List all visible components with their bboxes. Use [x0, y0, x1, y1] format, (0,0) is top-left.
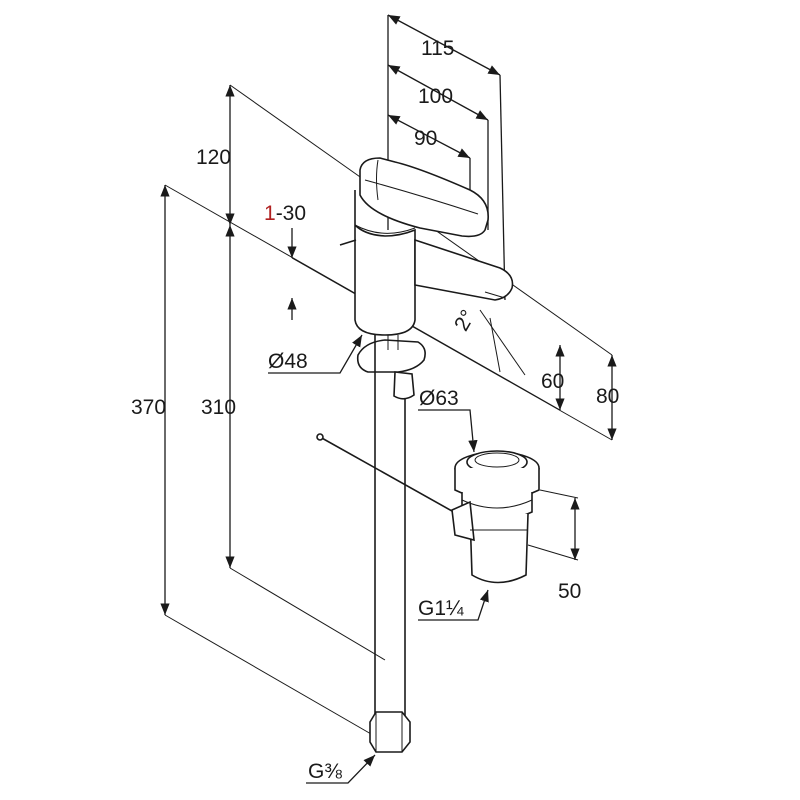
- dimension-50: [527, 489, 580, 561]
- dimension-1-30: 1-30: [264, 203, 306, 224]
- thread-drain-label: G1¼: [418, 597, 464, 620]
- dimension-115: 115: [421, 37, 455, 60]
- right-dimension-lines: [479, 309, 617, 440]
- dimension-310: 310: [201, 396, 237, 419]
- diameter-48: Ø48: [268, 350, 308, 373]
- dimension-1-30-range: -30: [275, 202, 307, 225]
- drain-valve: [451, 450, 540, 584]
- waste-rod: [316, 433, 469, 521]
- faucet-body: [339, 157, 514, 753]
- dimension-100: 100: [418, 85, 454, 108]
- dimension-120: 120: [196, 146, 232, 169]
- leader-lines: [268, 334, 489, 784]
- dimension-80: 80: [596, 385, 620, 408]
- dimension-50: 50: [558, 580, 582, 603]
- diameter-63: Ø63: [419, 387, 459, 410]
- dimension-1-30-prefix: 1: [264, 202, 276, 225]
- dimension-90: 90: [414, 127, 438, 150]
- dimension-60: 60: [541, 370, 565, 393]
- dimension-370: 370: [131, 396, 167, 419]
- thread-supply-label: G⅜: [308, 760, 342, 783]
